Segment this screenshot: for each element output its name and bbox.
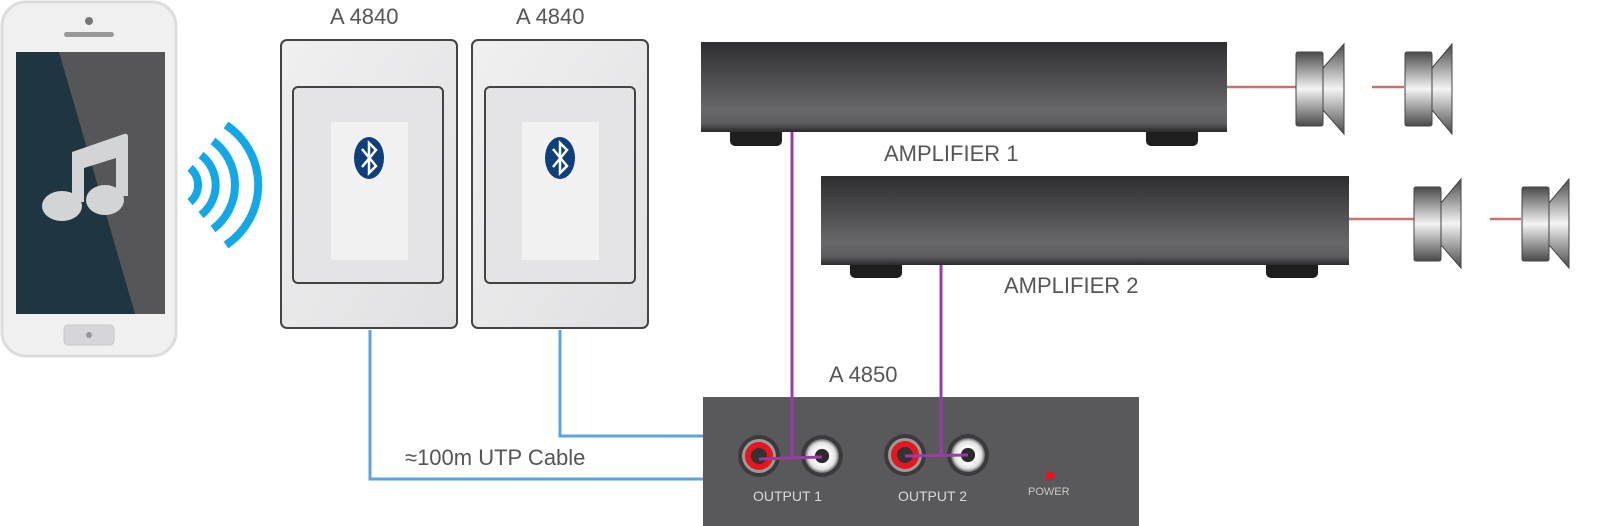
output-1-label: OUTPUT 1 xyxy=(753,488,822,504)
rca-jack-red xyxy=(738,435,780,477)
amplifier-2 xyxy=(821,176,1349,278)
speaker-icon xyxy=(1413,177,1462,270)
amplifier-1-label: AMPLIFIER 1 xyxy=(884,141,1019,166)
audio-cables xyxy=(758,132,969,461)
hub-a4850 xyxy=(703,397,1139,526)
speaker-icon xyxy=(1521,177,1570,270)
speaker-icon xyxy=(1404,42,1453,136)
wall-unit-2 xyxy=(471,39,649,329)
smartphone xyxy=(0,0,178,358)
hub-label: A 4850 xyxy=(829,362,898,387)
wall-unit-1 xyxy=(280,39,458,329)
utp-cables xyxy=(368,330,703,481)
cable-label: ≈100m UTP Cable xyxy=(405,445,586,470)
bluetooth-icon xyxy=(545,137,575,179)
utp-cable-1 xyxy=(368,330,703,481)
speaker-icon xyxy=(1295,42,1345,136)
phone-camera xyxy=(85,17,93,25)
amplifier-1 xyxy=(701,42,1227,146)
bluetooth-icon xyxy=(354,137,384,179)
wall-unit-1-label: A 4840 xyxy=(330,4,399,29)
phone-speaker-grille xyxy=(64,32,114,37)
phone-screen xyxy=(16,52,165,314)
utp-cable-2 xyxy=(558,330,703,438)
music-note-icon xyxy=(42,133,128,221)
rca-jack-white xyxy=(801,435,843,477)
amplifier-2-label: AMPLIFIER 2 xyxy=(1004,273,1139,298)
wireless-signal-icon xyxy=(187,121,263,249)
output-2-label: OUTPUT 2 xyxy=(898,488,967,504)
power-led xyxy=(1045,471,1055,481)
power-label: POWER xyxy=(1028,486,1070,498)
wall-unit-2-label: A 4840 xyxy=(516,4,585,29)
